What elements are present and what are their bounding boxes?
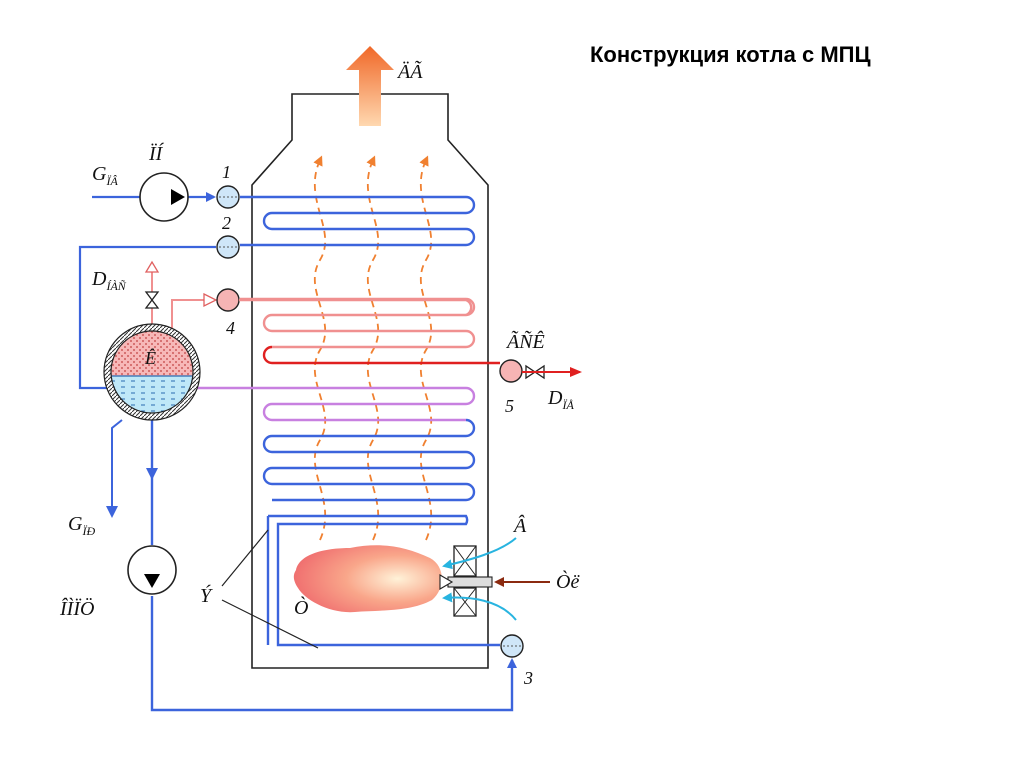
flame — [293, 545, 442, 613]
air-label: Â — [512, 514, 527, 537]
feed-pump-icon — [139, 172, 189, 222]
node-4-label: 4 — [226, 318, 235, 338]
screen-leader-lines — [221, 529, 319, 649]
gas-flow-arrows — [313, 155, 433, 541]
steam-out-label: DÍÀÑ — [91, 268, 127, 293]
node-2-label: 2 — [222, 213, 231, 233]
exhaust-arrow — [346, 46, 394, 126]
boiler-casing — [251, 93, 489, 669]
feedwater-flow-label: GÏÂ — [92, 163, 118, 188]
node-4 — [216, 288, 240, 312]
burner-icon — [439, 545, 493, 617]
flue-gas-label: ÄÃ — [396, 59, 423, 83]
node-2 — [216, 235, 240, 259]
final-superheater — [262, 345, 500, 365]
transition-coils — [190, 386, 476, 422]
economizer-coils — [240, 195, 476, 247]
air-arrow-bottom — [442, 592, 517, 621]
air-arrow-top — [442, 537, 517, 570]
node-1-label: 1 — [222, 162, 231, 182]
circ-pump-label: ÎÌÏÖ — [59, 597, 94, 620]
vent-valve-icon — [144, 291, 160, 309]
fuel-label: Òë — [556, 569, 580, 593]
node-3-label: 3 — [523, 668, 533, 688]
drum-label: Ê — [144, 347, 156, 368]
screens-label: Ý — [200, 584, 213, 607]
node-3 — [500, 634, 524, 658]
steam-flow-label: DÏÅ — [547, 387, 574, 412]
drum — [103, 323, 201, 421]
steam-to-superheater — [171, 299, 206, 330]
circulation-pump-icon — [127, 545, 177, 595]
drum-feed-line — [78, 245, 216, 390]
feed-pump-label: ÏÍ — [148, 142, 165, 165]
main-steam-valve-label: ÃÑÊ — [505, 329, 545, 353]
node-5 — [499, 359, 523, 383]
page-title: Конструкция котла с МПЦ — [590, 42, 871, 67]
node-5-label: 5 — [505, 396, 514, 416]
blowdown-flow-label: GÏÐ — [68, 513, 95, 538]
furnace-label: Ò — [294, 595, 308, 619]
node-1 — [216, 185, 240, 209]
blowdown-line — [111, 419, 123, 510]
superheater-coils — [240, 297, 476, 349]
